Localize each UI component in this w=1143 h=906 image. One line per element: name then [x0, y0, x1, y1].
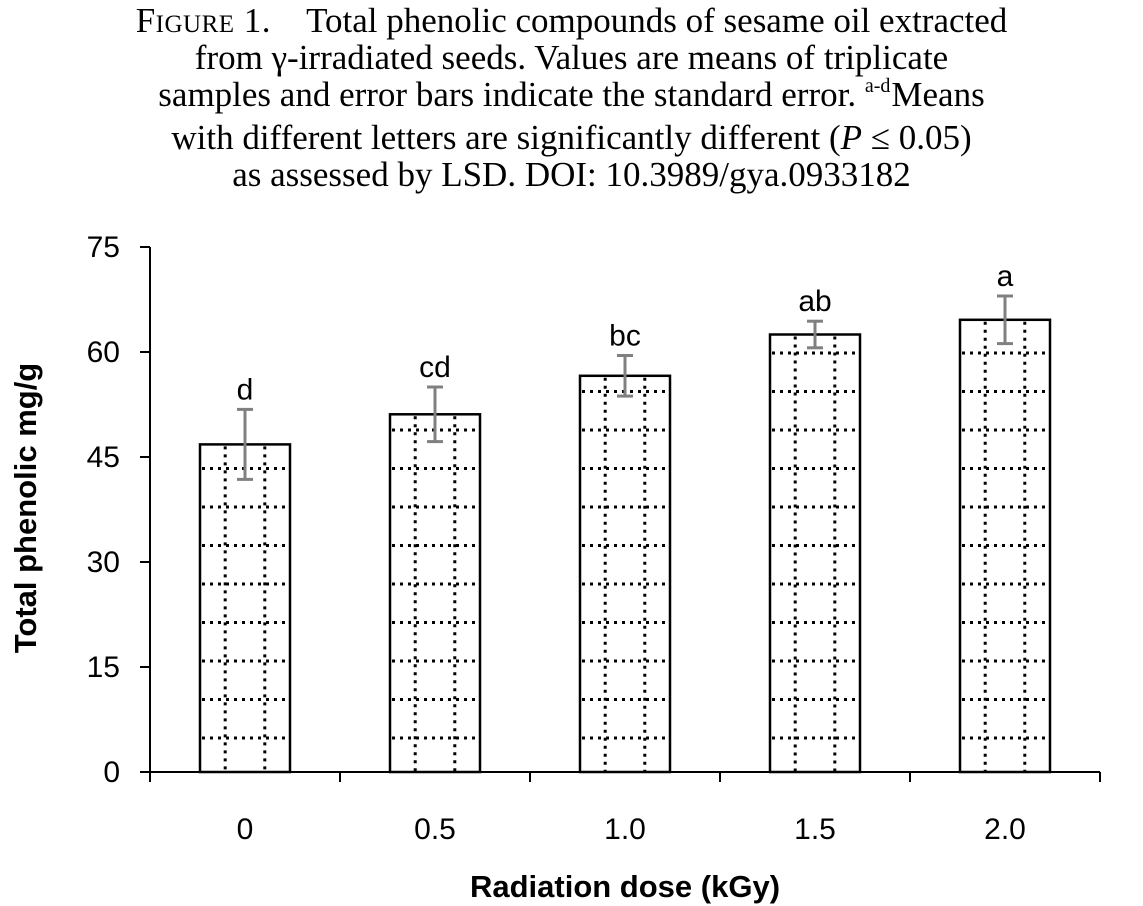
- caption-line-3: samples and error bars indicate the stan…: [0, 75, 1143, 119]
- error-bar-1.0: [617, 354, 633, 398]
- bar-1.0: [578, 374, 672, 774]
- caption-text-4b: ≤ 0.05): [862, 118, 972, 157]
- error-bar-1.5: [807, 319, 823, 350]
- bar-fill: [770, 334, 860, 772]
- caption-text-3a: samples and error bars indicate the stan…: [158, 75, 857, 114]
- caption-superscript: a-d: [864, 75, 891, 97]
- y-tick-label: 75: [87, 231, 120, 264]
- caption-line-1: Figure 1. Total phenolic compounds of se…: [0, 2, 1143, 39]
- caption-line-2: from γ-irradiated seeds. Values are mean…: [194, 38, 949, 77]
- significance-letter: cd: [419, 351, 451, 384]
- bar-0: [198, 443, 292, 774]
- error-bar-0: [237, 407, 253, 481]
- significance-letter: d: [237, 373, 254, 406]
- bar-fill: [580, 375, 670, 772]
- y-tick-label: 45: [87, 441, 120, 474]
- x-tick-label: 1.5: [794, 813, 836, 846]
- caption-text-3b: Means: [891, 75, 985, 114]
- significance-letter: a: [997, 260, 1014, 293]
- figure-label: Figure 1.: [135, 1, 272, 40]
- x-tick-label: 1.0: [604, 813, 646, 846]
- error-bars-layer: [237, 294, 1013, 481]
- y-axis-title: Total phenolic mg/g: [8, 363, 43, 653]
- bar-2.0: [958, 318, 1052, 774]
- y-tick-label: 0: [103, 756, 120, 789]
- significance-letters-layer: d cd bc ab a: [237, 260, 1014, 406]
- bar-1.5: [768, 333, 862, 774]
- x-tick-label: 2.0: [984, 813, 1026, 846]
- y-tick-label: 30: [87, 546, 120, 579]
- tick-labels-layer: 0 0.5 1.0 1.5 2.0 0 15 30 45 60 75: [87, 231, 1026, 846]
- x-tick-label: 0: [237, 813, 254, 846]
- significance-letter: ab: [798, 285, 831, 318]
- significance-letter: bc: [609, 320, 641, 353]
- error-bar-2.0: [997, 294, 1013, 346]
- x-axis-title: Radiation dose (kGy): [470, 869, 780, 904]
- figure-caption: Figure 1. Total phenolic compounds of se…: [0, 0, 1143, 193]
- bars-layer: [198, 318, 1052, 774]
- caption-line-5: as assessed by LSD. DOI: 10.3989/gya.093…: [232, 155, 911, 194]
- error-bar-0.5: [427, 385, 443, 444]
- caption-text-4a: with different letters are significantly…: [171, 118, 841, 157]
- caption-p-symbol: P: [840, 118, 863, 157]
- y-tick-label: 15: [87, 651, 120, 684]
- caption-text-1: Total phenolic compounds of sesame oil e…: [306, 1, 1008, 40]
- axes-layer: [140, 246, 1101, 782]
- bar-fill: [390, 414, 480, 772]
- x-tick-label: 0.5: [414, 813, 456, 846]
- y-tick-label: 60: [87, 336, 120, 369]
- bar-fill: [200, 444, 290, 772]
- caption-line-4: with different letters are significantly…: [0, 119, 1143, 156]
- bar-0.5: [388, 413, 482, 774]
